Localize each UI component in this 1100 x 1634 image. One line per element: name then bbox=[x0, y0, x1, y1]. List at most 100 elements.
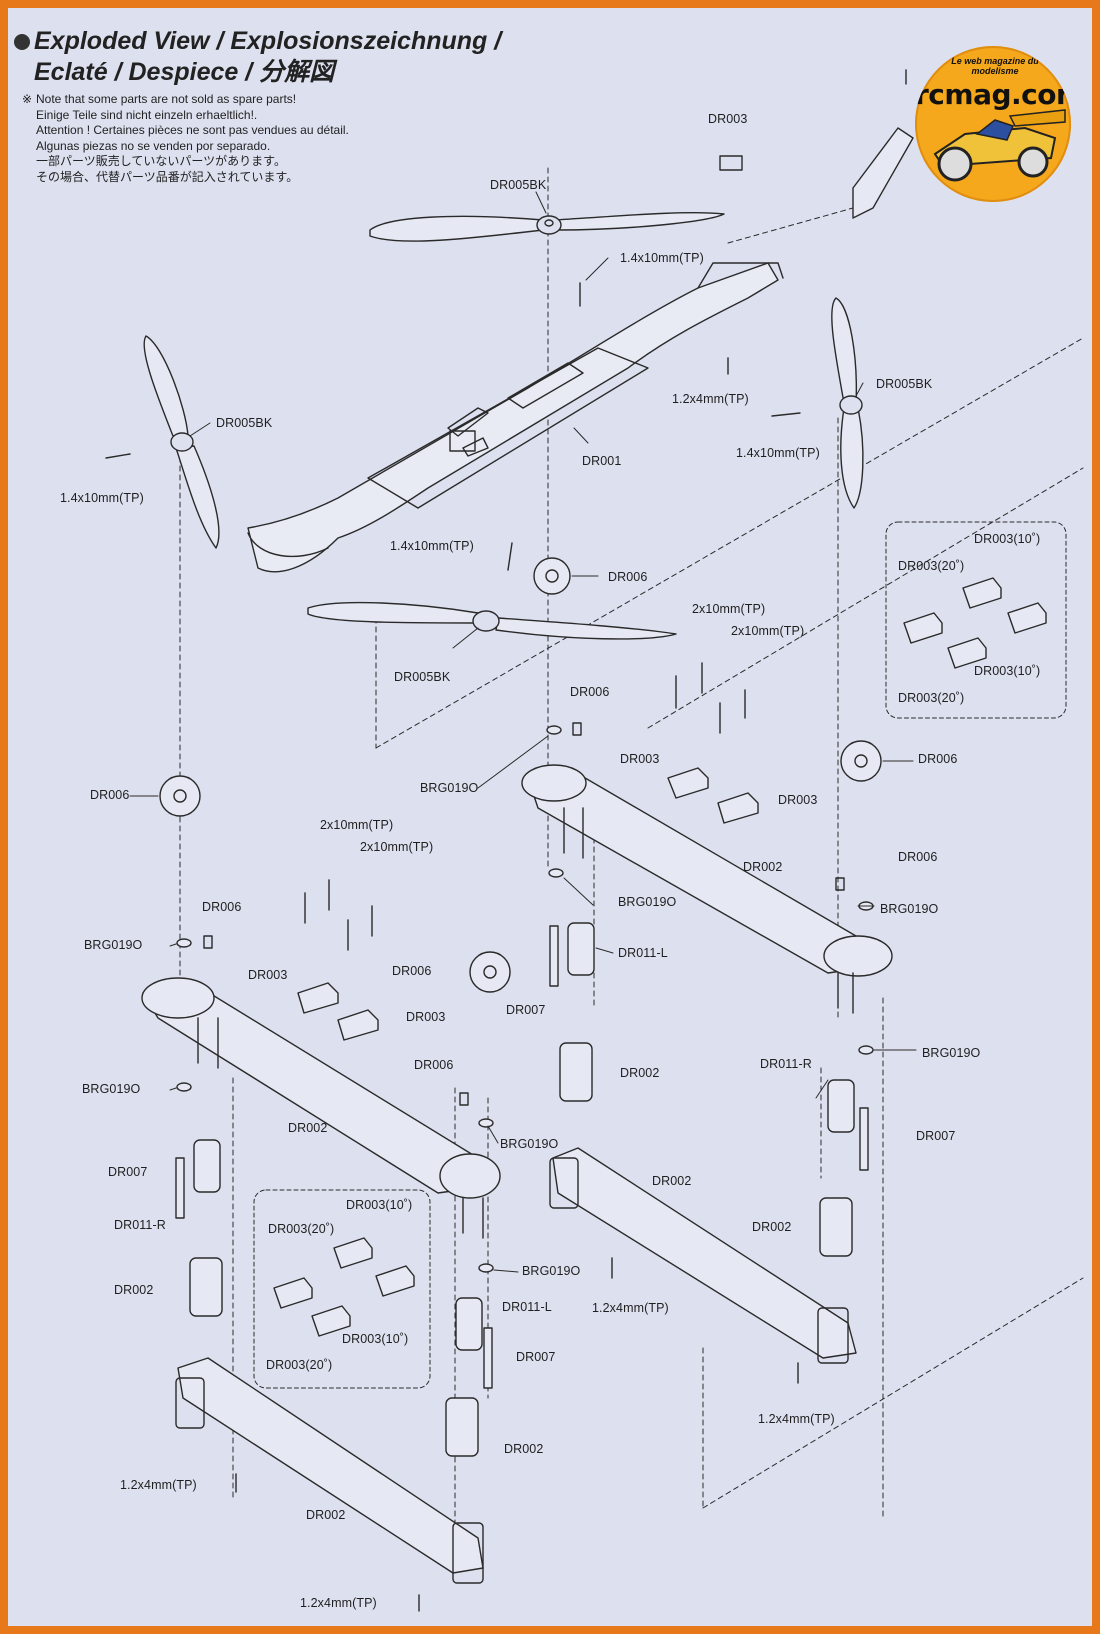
skid-left bbox=[175, 1357, 484, 1584]
motor-mounts bbox=[189, 1042, 853, 1457]
label-dr007-b: DR007 bbox=[516, 1350, 556, 1364]
label-dr011l-b: DR011-L bbox=[502, 1300, 552, 1314]
label-inset-b-dr003-20a: DR003(20˚) bbox=[268, 1222, 335, 1236]
label-brg-c-2: BRG019O bbox=[500, 1137, 559, 1151]
label-dr006-l-pin: DR006 bbox=[202, 900, 242, 914]
label-brg-r-side: BRG019O bbox=[880, 902, 939, 916]
label-screw-14x10-mid: 1.4x10mm(TP) bbox=[390, 539, 474, 553]
label-dr007-c: DR007 bbox=[506, 1003, 546, 1017]
label-brg-l-2: BRG019O bbox=[82, 1082, 141, 1096]
pinions bbox=[203, 722, 845, 1106]
label-brg-l-1: BRG019O bbox=[84, 938, 143, 952]
propeller-right bbox=[831, 297, 864, 509]
rcmag-watermark: Le web magazine du modelisme rcmag.com bbox=[915, 46, 1071, 202]
label-inset-a-dr003-10b: DR003(10˚) bbox=[974, 664, 1041, 678]
shafts bbox=[175, 925, 869, 1389]
propeller-top bbox=[369, 211, 725, 242]
clips bbox=[297, 767, 759, 1041]
label-dr005bk-right: DR005BK bbox=[876, 377, 933, 391]
exploded-diagram bbox=[105, 69, 1084, 1612]
leader-lines bbox=[129, 191, 917, 1273]
screws bbox=[105, 69, 907, 1612]
label-dr006-c-gear: DR006 bbox=[392, 964, 432, 978]
inset-clips bbox=[273, 577, 1047, 1337]
note-line-jp2: その場合、代替パーツ品番が記入されています。 bbox=[36, 169, 299, 184]
label-dr006-mid: DR006 bbox=[608, 570, 648, 584]
title-bullet-icon bbox=[14, 34, 30, 50]
note-line-es: Algunas piezas no se venden por separado… bbox=[36, 138, 271, 153]
arm-upper-right bbox=[521, 764, 893, 1014]
label-screw-2x10-r1: 2x10mm(TP) bbox=[692, 602, 766, 616]
note-mark: ※ bbox=[22, 92, 33, 106]
label-dr002-r-arm: DR002 bbox=[743, 860, 783, 874]
label-screw-12x4-c: 1.2x4mm(TP) bbox=[592, 1301, 669, 1315]
inset-box-a bbox=[885, 521, 1067, 719]
arm-lower-left bbox=[141, 977, 501, 1239]
label-brg-c-1: BRG019O bbox=[618, 895, 677, 909]
bearings bbox=[176, 725, 874, 1273]
label-dr001: DR001 bbox=[582, 454, 622, 468]
assembly-guides bbox=[179, 167, 1084, 1549]
label-dr003-l-b: DR003 bbox=[406, 1010, 446, 1024]
label-dr011l-c: DR011-L bbox=[618, 946, 668, 960]
label-screw-12x4-top: 1.2x4mm(TP) bbox=[672, 392, 749, 406]
main-frame bbox=[247, 262, 784, 573]
label-dr006-c2: DR006 bbox=[414, 1058, 454, 1072]
label-dr011r-l: DR011-R bbox=[114, 1218, 166, 1232]
title-line-1: Exploded View / Explosionszeichnung / bbox=[34, 27, 502, 55]
label-screw-2x10-l2: 2x10mm(TP) bbox=[360, 840, 434, 854]
label-dr002-l-mount: DR002 bbox=[114, 1283, 154, 1297]
manual-sheet: Exploded View / Explosionszeichnung / Ec… bbox=[8, 8, 1092, 1626]
label-dr002-b-arm: DR002 bbox=[652, 1174, 692, 1188]
label-dr006-r-top: DR006 bbox=[570, 685, 610, 699]
label-dr002-r-mount: DR002 bbox=[752, 1220, 792, 1234]
buggy-icon bbox=[933, 109, 1066, 182]
label-dr003-r-a: DR003 bbox=[620, 752, 660, 766]
label-dr003-top: DR003 bbox=[708, 112, 748, 126]
label-screw-12x4-b: 1.2x4mm(TP) bbox=[300, 1596, 377, 1610]
label-dr006-r-pin: DR006 bbox=[898, 850, 938, 864]
label-screw-14x10-right: 1.4x10mm(TP) bbox=[736, 446, 820, 460]
label-screw-2x10-l1: 2x10mm(TP) bbox=[320, 818, 394, 832]
label-screw-2x10-r2: 2x10mm(TP) bbox=[731, 624, 805, 638]
label-dr006-l-gear: DR006 bbox=[90, 788, 130, 802]
label-inset-a-dr003-20a: DR003(20˚) bbox=[898, 559, 965, 573]
label-inset-a-dr003-10a: DR003(10˚) bbox=[974, 532, 1041, 546]
label-dr002-b-arm2: DR002 bbox=[306, 1508, 346, 1522]
motors bbox=[193, 922, 855, 1351]
note-line-jp1: 一部パーツ販売していないパーツがあります。 bbox=[36, 154, 286, 168]
gears bbox=[159, 557, 882, 993]
label-dr003-r-b: DR003 bbox=[778, 793, 818, 807]
label-dr003-l-a: DR003 bbox=[248, 968, 288, 982]
label-brg-r-top: BRG019O bbox=[420, 781, 479, 795]
label-screw-14x10-left: 1.4x10mm(TP) bbox=[60, 491, 144, 505]
watermark-tagline: Le web magazine du modelisme bbox=[951, 56, 1039, 76]
propeller-left bbox=[143, 335, 220, 549]
label-screw-14x10-top: 1.4x10mm(TP) bbox=[620, 251, 704, 265]
label-screw-12x4-l: 1.2x4mm(TP) bbox=[120, 1478, 197, 1492]
watermark-brand: rcmag.com bbox=[915, 78, 1071, 111]
propeller-mid bbox=[307, 601, 677, 640]
page-title: Exploded View / Explosionszeichnung / Ec… bbox=[34, 26, 501, 88]
label-dr007-l: DR007 bbox=[108, 1165, 148, 1179]
label-dr005bk-left: DR005BK bbox=[216, 416, 273, 430]
label-brg-c-3: BRG019O bbox=[522, 1264, 581, 1278]
label-inset-b-dr003-10a: DR003(10˚) bbox=[346, 1198, 413, 1212]
label-dr005bk-mid: DR005BK bbox=[394, 670, 451, 684]
label-dr002-c-mount: DR002 bbox=[620, 1066, 660, 1080]
label-dr002-l-arm: DR002 bbox=[288, 1121, 328, 1135]
label-dr007-r: DR007 bbox=[916, 1129, 956, 1143]
label-dr011r-r: DR011-R bbox=[760, 1057, 812, 1071]
spare-parts-note: ※Note that some parts are not sold as sp… bbox=[22, 92, 349, 185]
label-inset-b-dr003-20b: DR003(20˚) bbox=[266, 1358, 333, 1372]
title-line-2: Eclaté / Despiece / 分解図 bbox=[34, 58, 335, 86]
skid-right bbox=[549, 1147, 857, 1364]
label-dr002-b-mount: DR002 bbox=[504, 1442, 544, 1456]
note-line-en: Note that some parts are not sold as spa… bbox=[36, 92, 297, 106]
label-dr005bk-top: DR005BK bbox=[490, 178, 547, 192]
label-screw-12x4-r: 1.2x4mm(TP) bbox=[758, 1412, 835, 1426]
front-mount bbox=[719, 127, 914, 219]
label-inset-b-dr003-10b: DR003(10˚) bbox=[342, 1332, 409, 1346]
label-inset-a-dr003-20b: DR003(20˚) bbox=[898, 691, 965, 705]
